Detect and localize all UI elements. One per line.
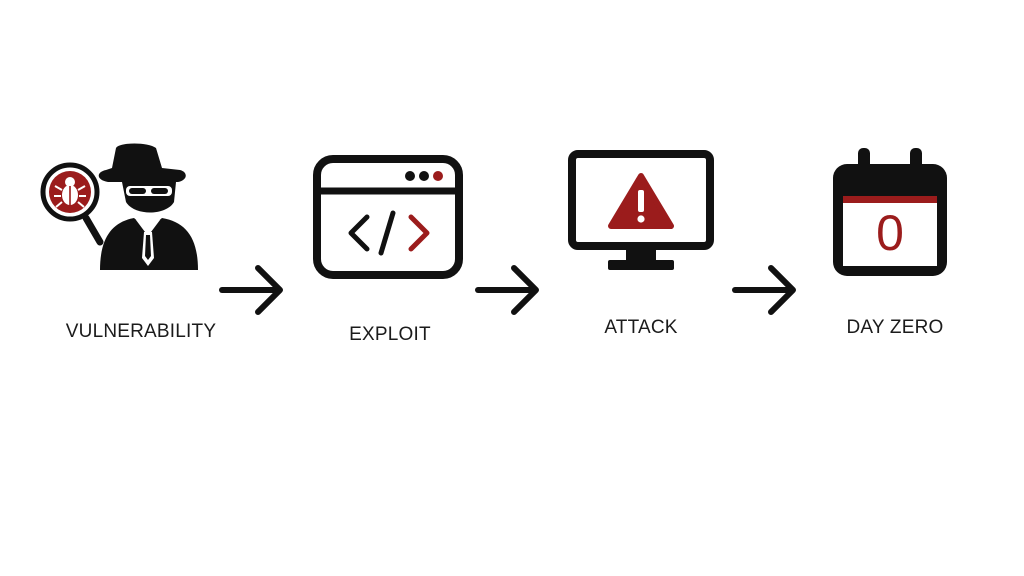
step-label-exploit: EXPLOIT: [349, 324, 431, 345]
arrow-right-icon: [475, 265, 539, 315]
browser-code-icon: [313, 155, 463, 279]
arrow-right-icon: [219, 265, 283, 315]
step-label-day-zero: DAY ZERO: [846, 317, 944, 338]
calendar-day-number: 0: [876, 205, 904, 261]
monitor-warning-icon: [568, 150, 714, 270]
calendar-icon: 0: [830, 146, 950, 282]
spy-with-bug-magnifier-icon: [40, 143, 198, 270]
step-label-vulnerability: VULNERABILITY: [65, 321, 217, 342]
step-label-attack: ATTACK: [604, 317, 678, 338]
arrow-right-icon: [732, 265, 796, 315]
